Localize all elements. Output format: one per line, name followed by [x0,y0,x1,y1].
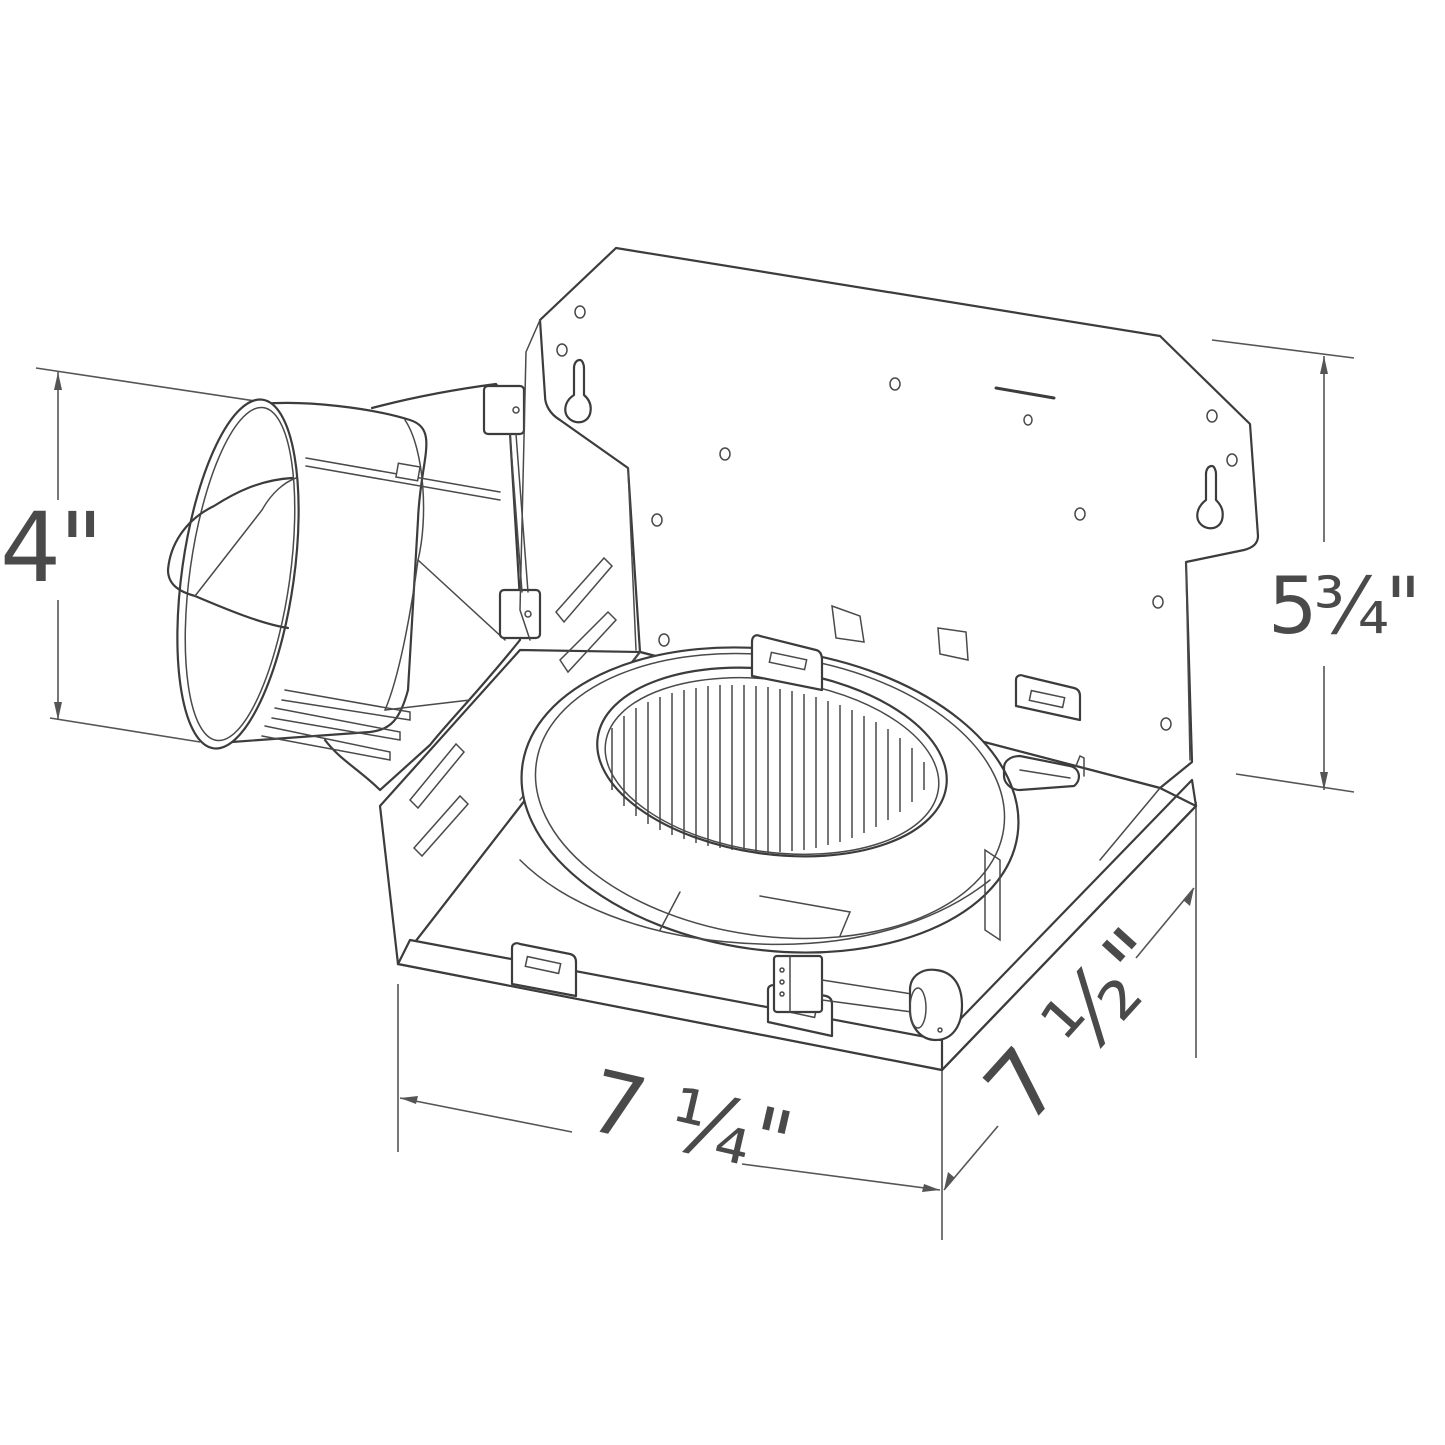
duct-diameter-label: 4" [0,492,103,604]
dimension-lines [35,339,1355,1240]
blower-wheel-blades [611,685,925,852]
electrical-connector [772,954,964,1042]
duct-collar [166,382,542,792]
housing-height-label: 5¾" [1268,562,1421,652]
blower-wheel [519,646,1020,954]
